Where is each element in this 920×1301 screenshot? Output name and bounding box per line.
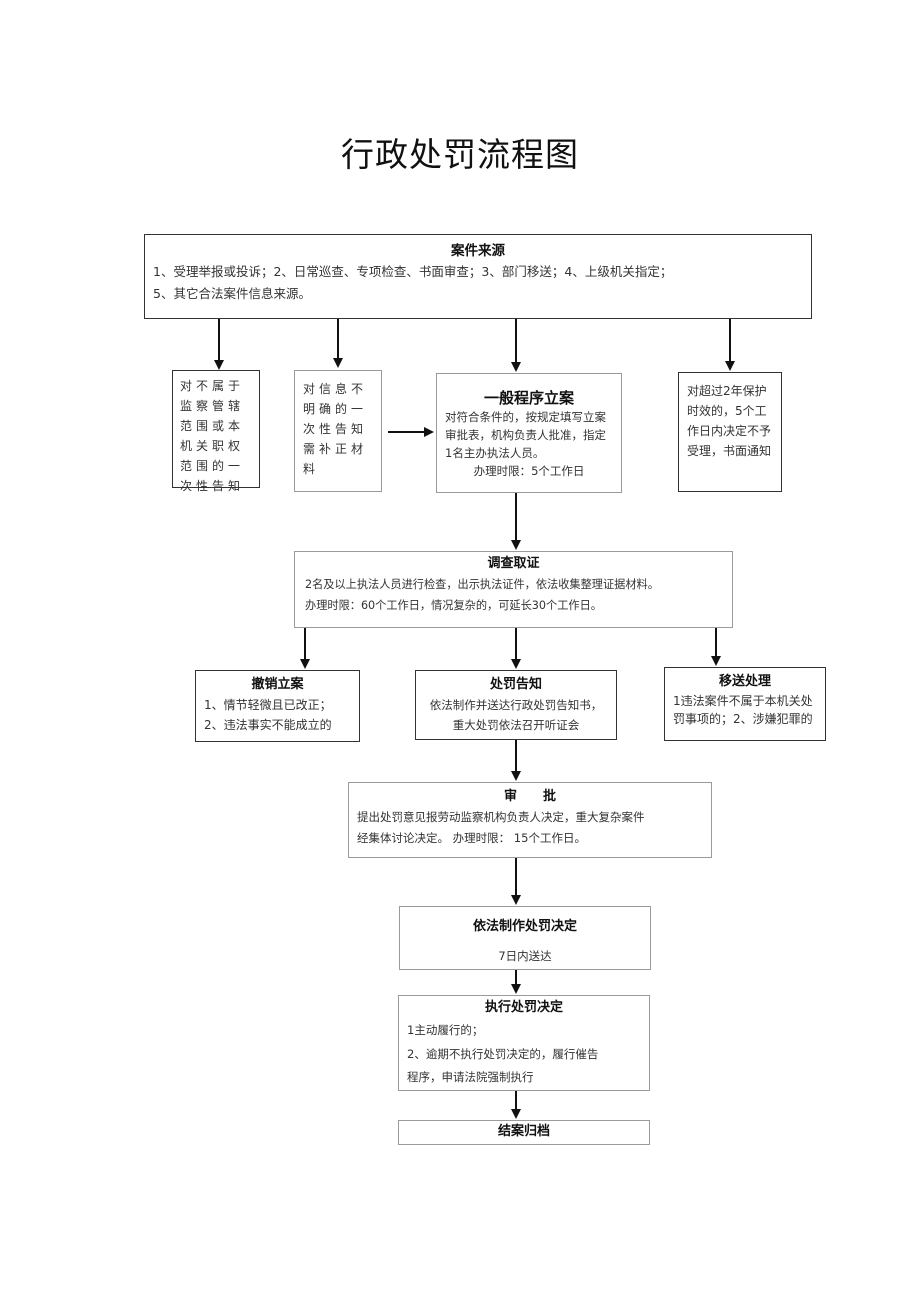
decision-box: 依法制作处罚决定 7日内送达	[399, 906, 651, 970]
approval-title: 审 批	[503, 789, 556, 804]
revoke-title: 撤销立案	[251, 677, 304, 692]
notice-title: 处罚告知	[489, 677, 542, 692]
revoke-line1: 1、情节轻微且已改正；	[204, 698, 332, 712]
general-case-time: 办理时限：5个工作日	[473, 464, 585, 478]
close-title: 结案归档	[497, 1124, 550, 1139]
notice-line1: 依法制作并送达行政处罚告知书，	[429, 698, 603, 712]
execute-box: 执行处罚决定 1主动履行的； 2、逾期不执行处罚决定的，履行催告 程序，申请法院…	[398, 995, 650, 1091]
notice-line2: 重大处罚依法召开听证会	[452, 718, 580, 732]
revoke-box: 撤销立案 1、情节轻微且已改正； 2、违法事实不能成立的	[195, 670, 360, 742]
investigation-line2: 办理时限：60个工作日，情况复杂的，可延长30个工作日。	[305, 599, 602, 612]
page-title: 行政处罚流程图	[341, 135, 579, 174]
investigation-title: 调查取证	[487, 556, 540, 571]
notice-box: 处罚告知 依法制作并送达行政处罚告知书， 重大处罚依法召开听证会	[415, 670, 617, 740]
execute-title: 执行处罚决定	[484, 1000, 563, 1015]
not-jurisdiction-box: 对不属于监察管辖范围或本机关职权范围的一次性告知	[172, 370, 260, 493]
execute-line1: 1主动履行的；	[407, 1023, 484, 1037]
general-case-title: 一般程序立案	[483, 389, 574, 407]
investigation-box: 调查取证 2名及以上执法人员进行检查，出示执法证件，依法收集整理证据材料。 办理…	[294, 551, 733, 628]
case-source-box: 案件来源 1、受理举报或投诉；2、日常巡查、专项检查、书面审查；3、部门移送；4…	[144, 234, 812, 319]
general-case-box: 一般程序立案 对符合条件的，按规定填写立案审批表，机构负责人批准，指定1名主办执…	[436, 373, 622, 493]
approval-box: 审 批 提出处罚意见报劳动监察机构负责人决定，重大复杂案件 经集体讨论决定。 办…	[348, 782, 712, 858]
transfer-box: 移送处理 1违法案件不属于本机关处罚事项的；2、涉嫌犯罪的	[664, 667, 826, 741]
investigation-line1: 2名及以上执法人员进行检查，出示执法证件，依法收集整理证据材料。	[305, 578, 659, 591]
not-jurisdiction-text: 对不属于监察管辖范围或本机关职权范围的一次性告知	[180, 379, 245, 493]
unclear-info-text: 对信息不明确的一次性告知需补正材料	[303, 382, 368, 476]
approval-line1: 提出处罚意见报劳动监察机构负责人决定，重大复杂案件	[357, 810, 645, 824]
unclear-info-box: 对信息不明确的一次性告知需补正材料	[294, 370, 382, 492]
revoke-line2: 2、违法事实不能成立的	[204, 718, 332, 732]
transfer-title: 移送处理	[718, 674, 771, 689]
approval-line2: 经集体讨论决定。 办理时限： 15个工作日。	[357, 831, 586, 845]
case-source-line2: 5、其它合法案件信息来源。	[153, 286, 311, 301]
execute-line2: 2、逾期不执行处罚决定的，履行催告	[407, 1047, 599, 1061]
expired-box: 对超过2年保护时效的，5个工作日内决定不予受理，书面通知	[678, 372, 782, 492]
case-source-line1: 1、受理举报或投诉；2、日常巡查、专项检查、书面审查；3、部门移送；4、上级机关…	[153, 264, 673, 279]
case-source-title: 案件来源	[451, 243, 505, 259]
decision-sub: 7日内送达	[498, 949, 552, 963]
general-case-text: 对符合条件的，按规定填写立案审批表，机构负责人批准，指定1名主办执法人员。	[445, 410, 606, 460]
decision-title: 依法制作处罚决定	[472, 919, 577, 934]
expired-text: 对超过2年保护时效的，5个工作日内决定不予受理，书面通知	[687, 384, 772, 458]
transfer-text: 1违法案件不属于本机关处罚事项的；2、涉嫌犯罪的	[673, 694, 813, 726]
execute-line3: 程序，申请法院强制执行	[407, 1070, 534, 1084]
close-box: 结案归档	[398, 1120, 650, 1145]
